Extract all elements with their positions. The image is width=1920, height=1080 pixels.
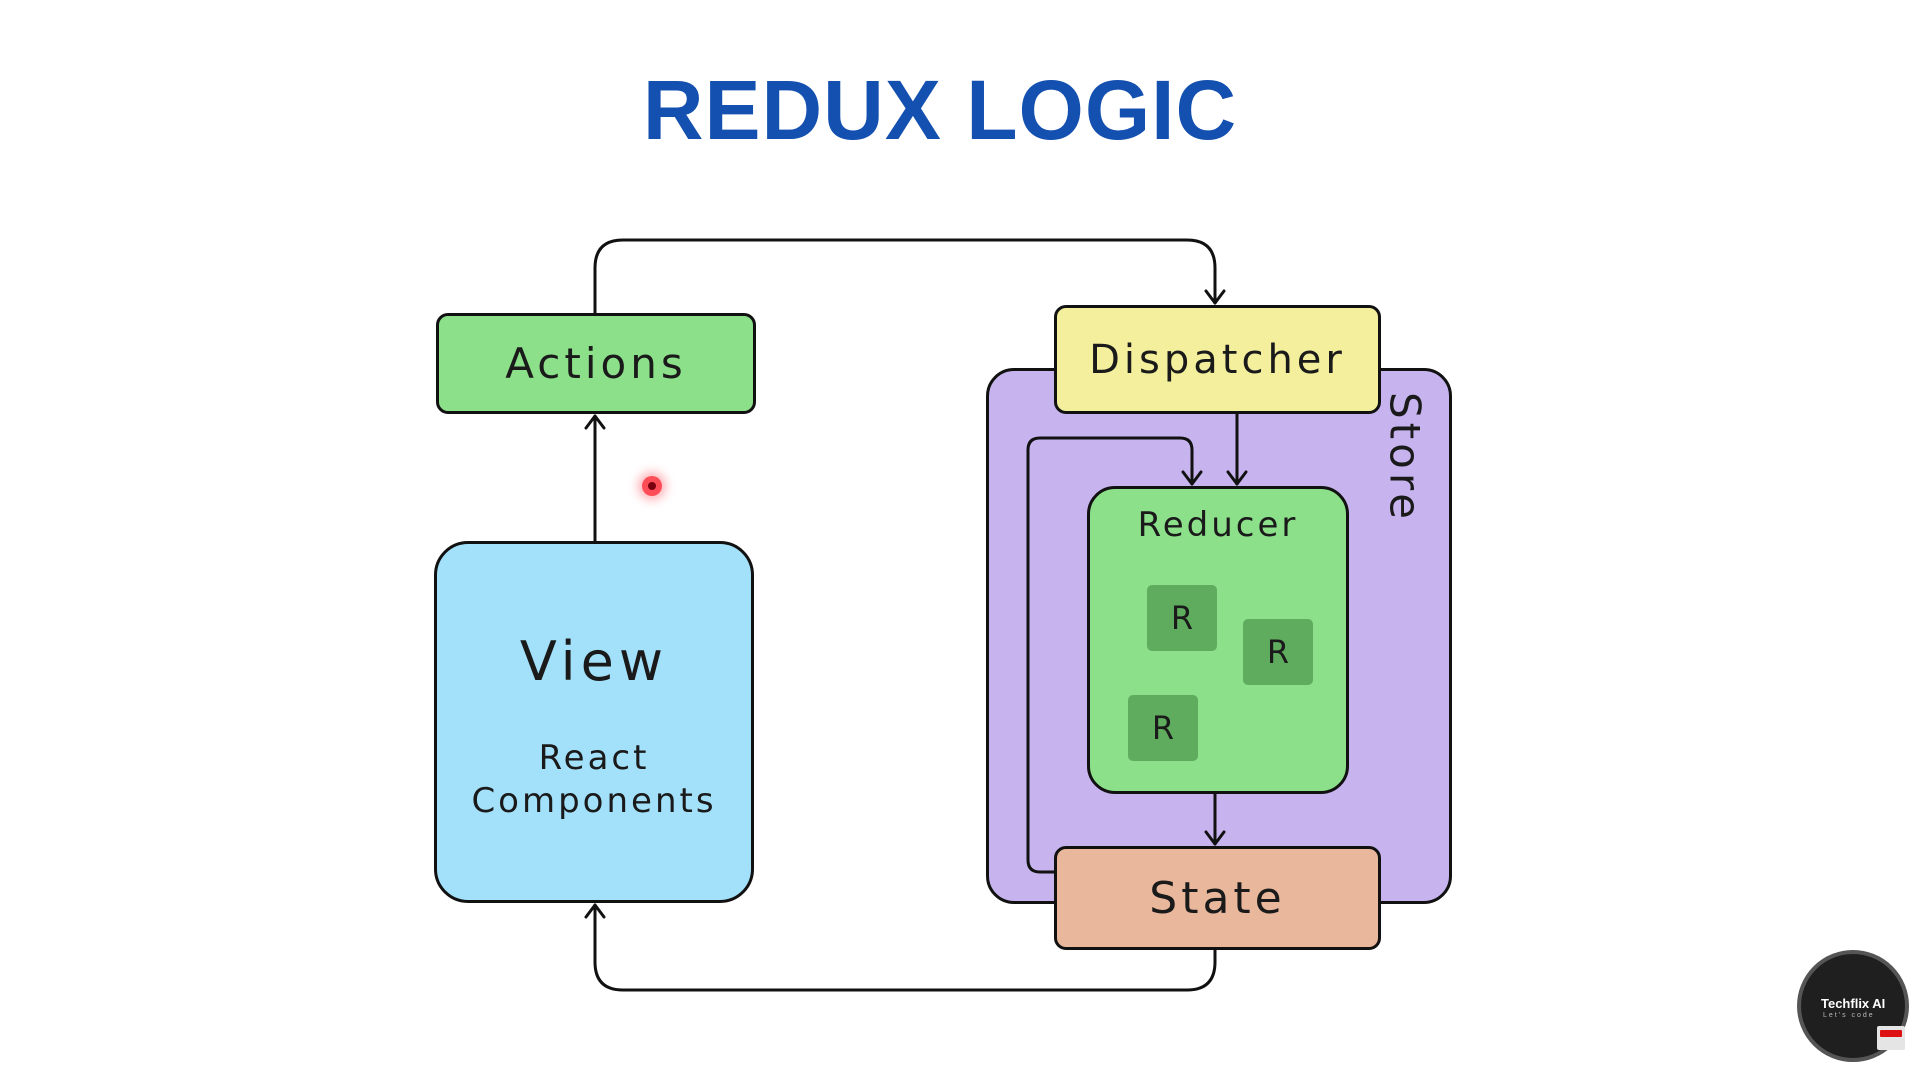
reducer-item: R xyxy=(1147,585,1217,651)
subscribe-icon[interactable] xyxy=(1877,1026,1905,1050)
actions-label: Actions xyxy=(505,339,687,388)
channel-watermark[interactable]: Techflix AI Let's code xyxy=(1797,950,1909,1062)
state-node: State xyxy=(1054,846,1381,950)
store-label: Store xyxy=(1380,391,1430,523)
arrowhead-reducer-from-dispatcher xyxy=(1226,470,1248,486)
dispatcher-label: Dispatcher xyxy=(1089,336,1346,383)
arrowhead-state xyxy=(1204,830,1226,846)
arrow-actions-to-dispatcher xyxy=(593,238,1217,315)
arrowhead-reducer-from-state xyxy=(1181,470,1203,486)
dispatcher-node: Dispatcher xyxy=(1054,305,1381,414)
channel-tagline: Let's code xyxy=(1823,1012,1875,1019)
view-node: View React Components xyxy=(434,541,754,903)
mouse-cursor-indicator xyxy=(642,476,662,496)
channel-name: Techflix AI xyxy=(1821,996,1886,1011)
reducer-label: Reducer xyxy=(1137,505,1299,545)
arrowhead-actions xyxy=(584,414,606,430)
reducer-item: R xyxy=(1243,619,1313,685)
arrowhead-dispatcher xyxy=(1204,289,1226,305)
state-label: State xyxy=(1149,872,1286,924)
view-subtitle-line1: React xyxy=(538,738,650,778)
arrow-state-to-reducer xyxy=(1026,436,1194,874)
reducer-item: R xyxy=(1128,695,1198,761)
reducer-node: Reducer R R R xyxy=(1087,486,1349,794)
page-title: REDUX LOGIC xyxy=(642,63,1238,157)
arrowhead-view xyxy=(584,903,606,919)
arrow-state-to-view xyxy=(593,903,1217,992)
view-subtitle-line2: Components xyxy=(471,781,717,821)
actions-node: Actions xyxy=(436,313,756,414)
view-title: View xyxy=(519,630,669,693)
